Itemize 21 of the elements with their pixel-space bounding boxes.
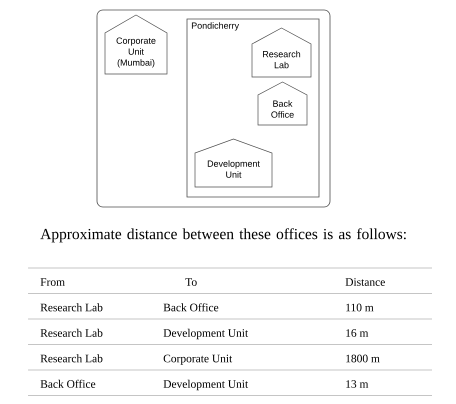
- table-cell: 110 m: [346, 304, 374, 312]
- table-cell: Development Unit: [164, 380, 248, 390]
- office-house: Development Unit: [194, 138, 272, 188]
- table-cell: Research Lab: [40, 328, 102, 337]
- intro-text: Approximate distance between these offices is as follows:: [40, 228, 406, 242]
- table-cell: Research Lab: [40, 303, 102, 312]
- column-header: From: [40, 278, 65, 286]
- column-header: Distance: [346, 278, 385, 286]
- column-header: To: [185, 278, 197, 286]
- office-house: Back Office: [258, 82, 308, 126]
- office-house: Corporate Unit (Mumbai): [104, 14, 168, 74]
- table-cell: Corporate Unit: [164, 354, 232, 365]
- table-cell: 1800 m: [346, 354, 380, 362]
- site-boundary: [96, 10, 330, 208]
- table-cell: 16 m: [346, 329, 368, 337]
- table-cell: 13 m: [346, 380, 368, 388]
- table-cell: Back Office: [40, 380, 96, 388]
- table-cell: Back Office: [164, 303, 218, 312]
- table-cell: Research Lab: [40, 354, 102, 362]
- table-cell: Development Unit: [164, 328, 248, 340]
- office-house: Research Lab: [252, 28, 312, 78]
